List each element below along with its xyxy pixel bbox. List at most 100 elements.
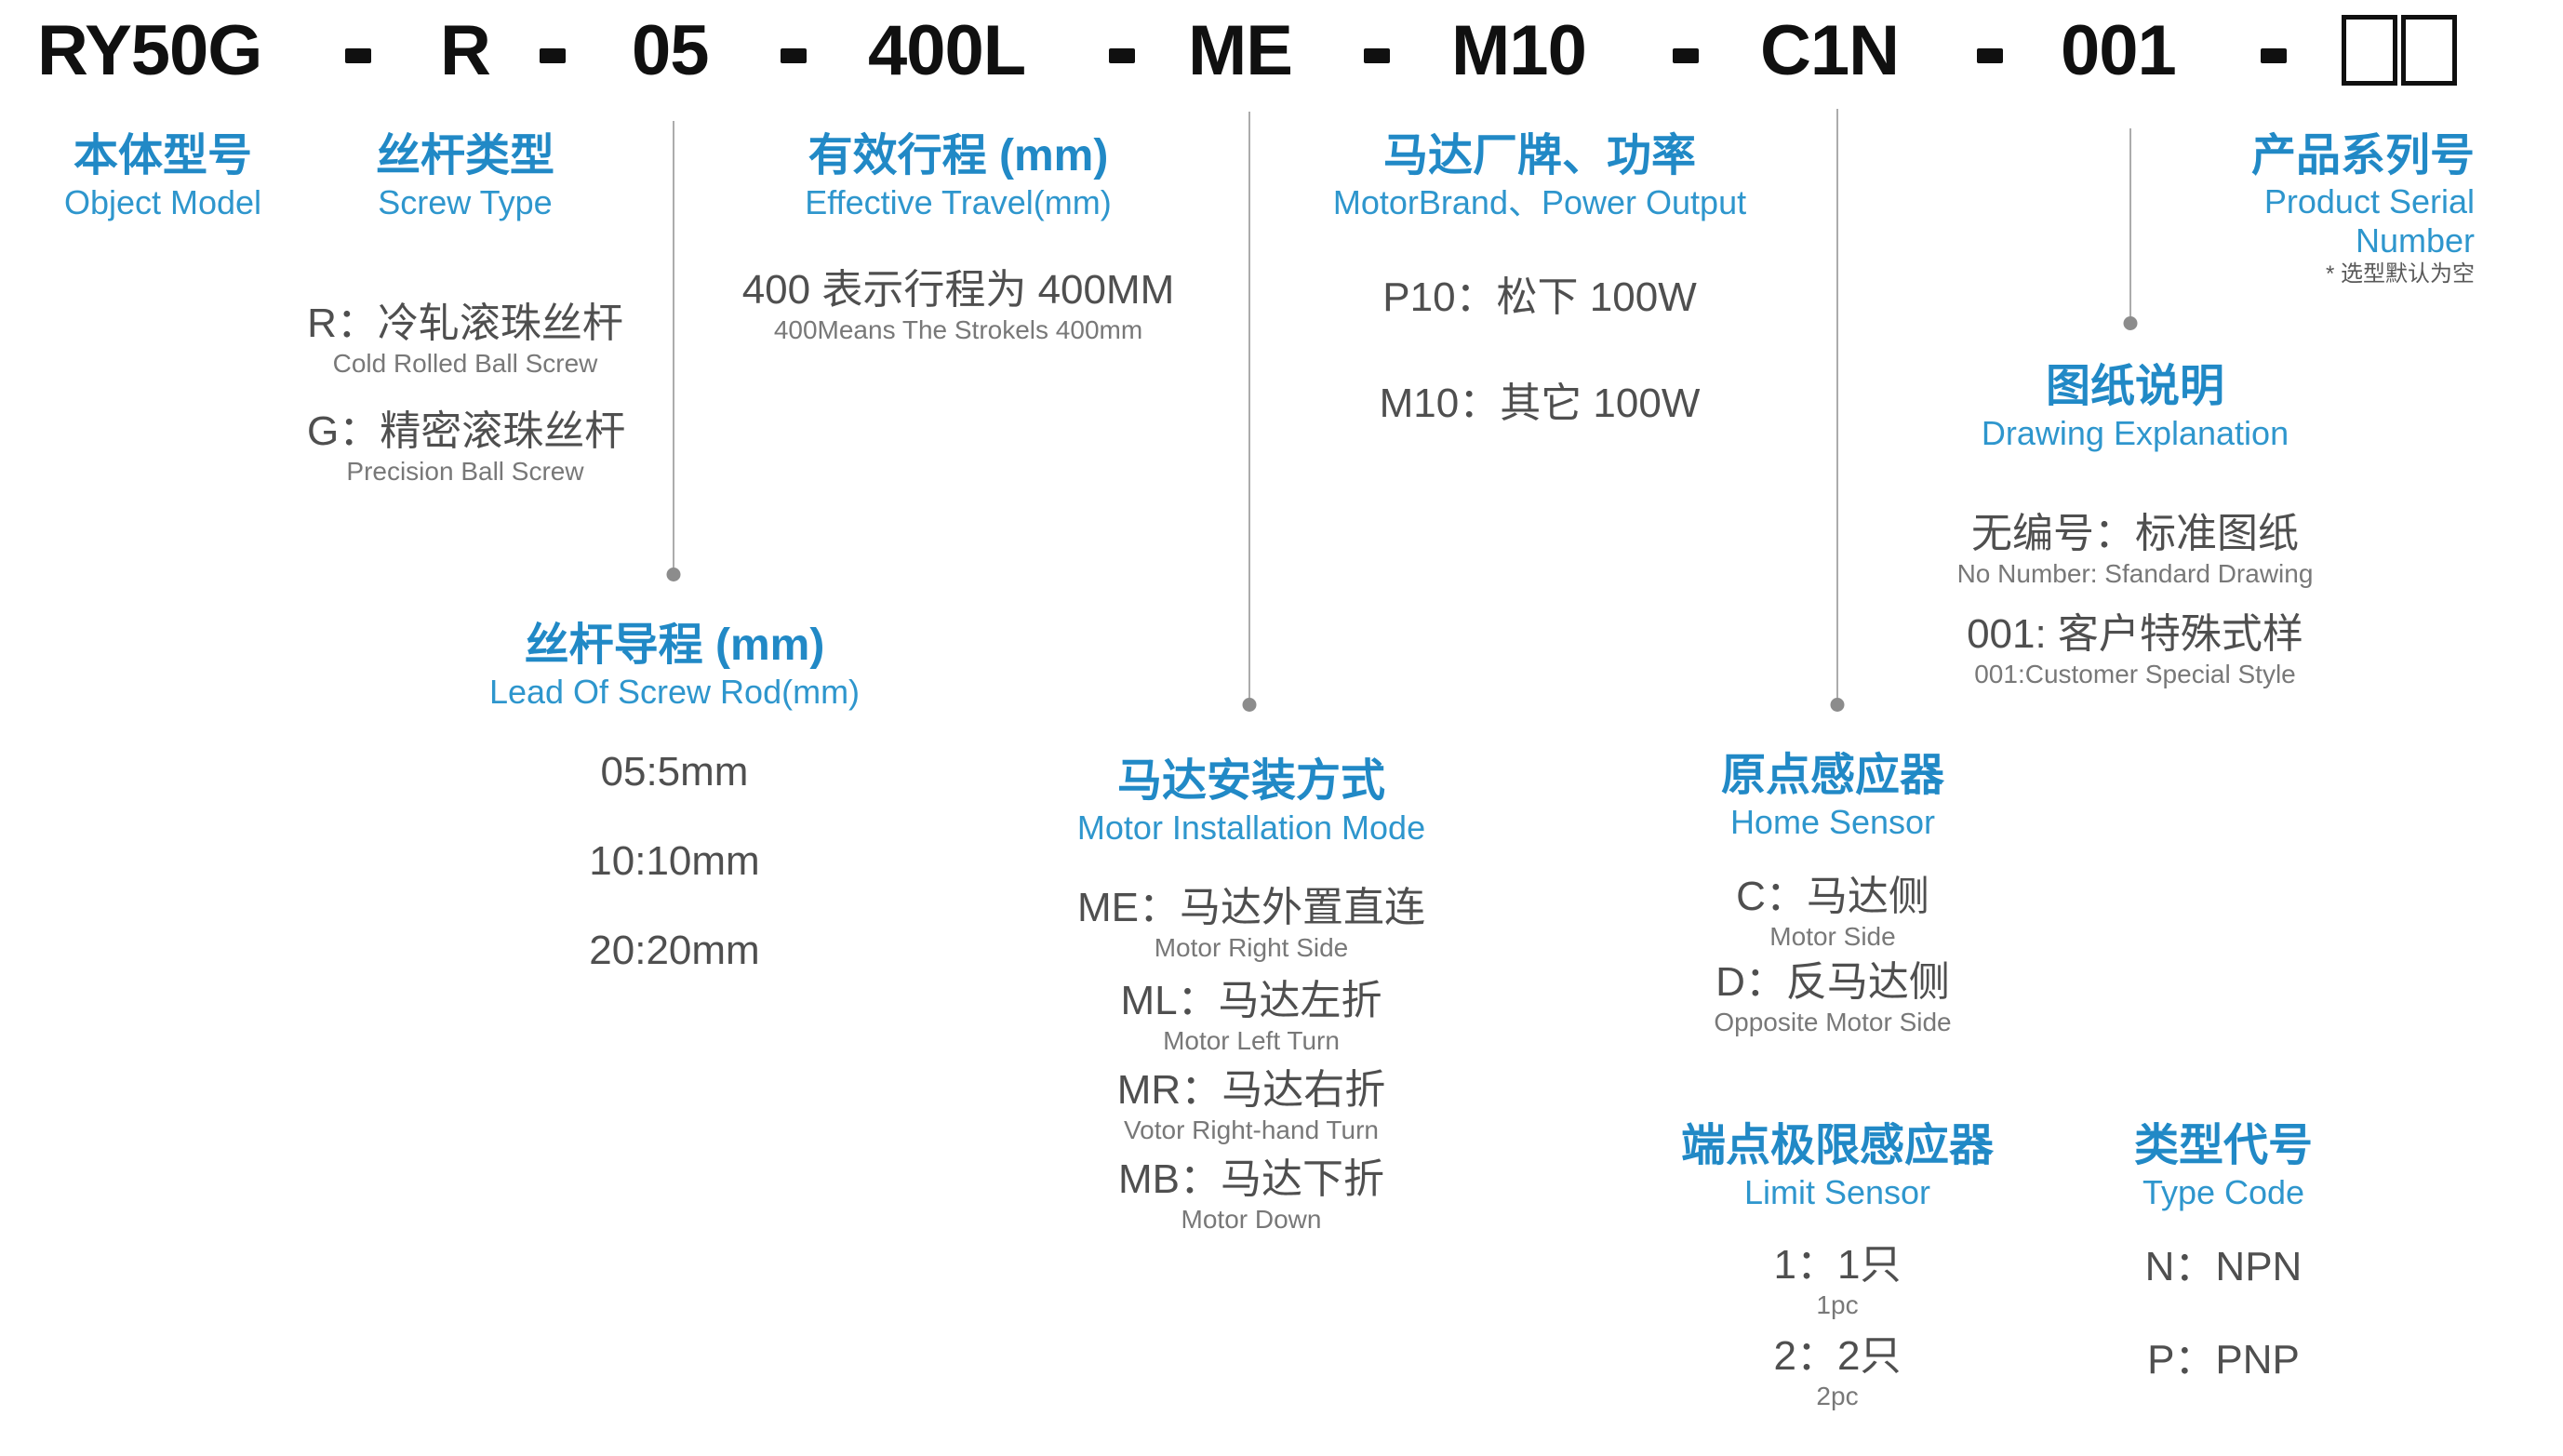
section-title-en: Limit Sensor: [1743, 1173, 1931, 1211]
option-item: D：反马达侧 Opposite Motor Side: [1637, 958, 2028, 1038]
code-segment-screw-type: R: [440, 11, 491, 90]
option-label: ML：马达左折: [1120, 978, 1382, 1023]
option-sub: 2pc: [1816, 1382, 1859, 1410]
connector-line-screw-lead: [673, 121, 674, 569]
section-title-en: Home Sensor: [1729, 803, 1936, 841]
option-label: M10：其它 100W: [1379, 381, 1701, 426]
section-title-en: Drawing Explanation: [1981, 414, 2289, 452]
code-segment-model: RY50G: [37, 11, 262, 90]
option-item: M10：其它 100W: [1302, 380, 1777, 428]
option-sub: 400Means The Strokels 400mm: [773, 315, 1143, 344]
option-label: 10:10mm: [589, 838, 760, 884]
code-segment-installation: ME: [1188, 11, 1293, 90]
option-sub: Motor Side: [1769, 922, 1896, 951]
connector-line-motor-installation: [1248, 112, 1250, 700]
option-label: 20:20mm: [589, 928, 760, 973]
option-label: 1：1只: [1773, 1242, 1902, 1288]
option-item: R：冷轧滚珠丝杆 Cold Rolled Ball Screw: [307, 300, 623, 380]
dash-icon: [781, 48, 807, 63]
serial-placeholder-box: [2342, 15, 2397, 86]
code-segment-travel: 400L: [868, 11, 1026, 90]
option-sub: Votor Right-hand Turn: [1124, 1115, 1379, 1144]
code-segment-lead: 05: [632, 11, 710, 90]
option-item: 001: 客户特殊式样 001:Customer Special Style: [1916, 610, 2354, 690]
section-effective-travel: 有效行程 (mm) Effective Travel(mm) 400 表示行程为…: [735, 130, 1181, 346]
option-label: D：反马达侧: [1715, 959, 1950, 1005]
option-sub: Motor Right Side: [1154, 933, 1349, 962]
option-item: 1：1只 1pc: [1637, 1241, 2037, 1321]
section-title-zh: 丝杆导程 (mm): [524, 621, 825, 670]
section-title-zh: 类型代号: [2133, 1121, 2313, 1170]
dash-icon: [1364, 48, 1390, 63]
option-label: MR：马达右折: [1116, 1067, 1386, 1113]
option-label: P10：松下 100W: [1382, 274, 1697, 320]
option-label: G：精密滚珠丝杆: [307, 408, 626, 454]
section-title-zh: 马达厂牌、功率: [1382, 131, 1696, 180]
option-item: ME：马达外置直连 Motor Right Side: [1014, 884, 1488, 964]
connector-line-home-sensor: [1836, 109, 1838, 700]
option-sub: 001:Customer Special Style: [1974, 660, 2296, 688]
option-item: ML：马达左折 Motor Left Turn: [1014, 977, 1488, 1057]
option-sub: Opposite Motor Side: [1714, 1008, 1952, 1036]
connector-line-drawing: [2129, 128, 2131, 318]
option-sub: Motor Down: [1181, 1205, 1322, 1234]
option-label: P：PNP: [2147, 1337, 2300, 1383]
section-title-zh: 有效行程 (mm): [808, 131, 1109, 180]
dash-icon: [2261, 48, 2287, 63]
code-segment-motor: M10: [1451, 11, 1587, 90]
option-label: R：冷轧滚珠丝杆: [307, 301, 623, 346]
option-sub: Precision Ball Screw: [346, 457, 584, 486]
section-limit-sensor: 端点极限感应器 Limit Sensor 1：1只 1pc 2：2只 2pc: [1637, 1120, 2037, 1412]
dash-icon: [540, 48, 566, 63]
option-sub: No Number: Sfandard Drawing: [1956, 559, 2314, 588]
option-item: 400 表示行程为 400MM 400Means The Strokels 40…: [735, 266, 1181, 346]
dash-icon: [1977, 48, 2003, 63]
dash-icon: [1109, 48, 1135, 63]
option-item: G：精密滚珠丝杆 Precision Ball Screw: [307, 407, 626, 488]
code-segment-sensors: C1N: [1760, 11, 1900, 90]
section-object-model: 本体型号 Object Model: [37, 130, 288, 223]
section-title-en-line2: Number: [2355, 221, 2475, 260]
section-title-zh: 原点感应器: [1720, 751, 1944, 800]
section-motor-brand: 马达厂牌、功率 MotorBrand、Power Output P10：松下 1…: [1302, 130, 1777, 428]
section-drawing-explanation: 图纸说明 Drawing Explanation 无编号：标准图纸 No Num…: [1916, 361, 2354, 690]
option-label: ME：马达外置直连: [1077, 885, 1425, 930]
section-home-sensor: 原点感应器 Home Sensor C：马达侧 Motor Side D：反马达…: [1637, 750, 2028, 1038]
section-title-zh: 丝杆类型: [375, 131, 554, 180]
option-sub: Cold Rolled Ball Screw: [332, 349, 598, 378]
section-title-en: Effective Travel(mm): [805, 183, 1112, 221]
section-title-en: Type Code: [2142, 1173, 2305, 1211]
section-title-en: Lead Of Screw Rod(mm): [488, 673, 861, 711]
option-label: 05:5mm: [600, 749, 749, 795]
option-item: 无编号：标准图纸 No Number: Sfandard Drawing: [1916, 510, 2354, 590]
section-product-serial: 产品系列号 Product Serial Number * 选型默认为空: [2168, 130, 2475, 288]
option-item: C：马达侧 Motor Side: [1637, 873, 2028, 953]
option-label: N：NPN: [2144, 1244, 2303, 1289]
option-sub: 1pc: [1816, 1290, 1859, 1319]
section-title-en: Object Model: [63, 183, 262, 221]
dash-icon: [1673, 48, 1699, 63]
option-label: 400 表示行程为 400MM: [741, 267, 1175, 313]
option-item: MR：马达右折 Votor Right-hand Turn: [1014, 1066, 1488, 1146]
section-title-en-line1: Product Serial: [2263, 182, 2475, 220]
section-screw-type: 丝杆类型 Screw Type R：冷轧滚珠丝杆 Cold Rolled Bal…: [307, 130, 626, 488]
option-label: 无编号：标准图纸: [1971, 511, 2299, 556]
section-title-zh: 产品系列号: [2250, 131, 2475, 180]
section-title-zh: 图纸说明: [2045, 362, 2224, 411]
section-screw-lead: 丝杆导程 (mm) Lead Of Screw Rod(mm) 05:5mm 1…: [447, 620, 902, 975]
section-title-zh: 端点极限感应器: [1680, 1121, 1994, 1170]
section-title-zh: 马达安装方式: [1116, 756, 1385, 806]
section-title-en: MotorBrand、Power Output: [1332, 183, 1747, 221]
section-type-code: 类型代号 Type Code N：NPN P：PNP: [2047, 1120, 2400, 1384]
dash-icon: [345, 48, 371, 63]
option-item: P10：松下 100W: [1302, 274, 1777, 322]
serial-default-note: * 选型默认为空: [2325, 261, 2475, 287]
serial-placeholder-box: [2401, 15, 2457, 86]
option-item: MB：马达下折 Motor Down: [1014, 1155, 1488, 1236]
option-label: 001: 客户特殊式样: [1967, 611, 2303, 657]
section-title-en: Screw Type: [378, 183, 553, 221]
option-label: MB：马达下折: [1118, 1156, 1384, 1202]
option-sub: Motor Left Turn: [1163, 1026, 1340, 1055]
option-item: 2：2只 2pc: [1637, 1332, 2037, 1412]
